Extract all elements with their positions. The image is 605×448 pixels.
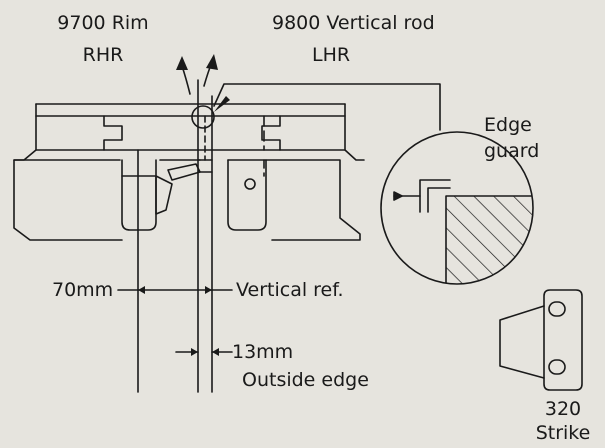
rim-hand-label: RHR	[82, 44, 124, 66]
arrow-head-right	[206, 54, 218, 70]
dimension-70mm-label: 70mm	[52, 279, 114, 301]
outside-edge-label: Outside edge	[242, 369, 369, 391]
detail-callout	[191, 83, 441, 131]
callout-arrow	[214, 96, 230, 112]
rod-hand-label: LHR	[312, 44, 351, 66]
door-frame-profile	[13, 103, 365, 241]
strike-name-label: Strike	[535, 422, 591, 444]
vertical-rods	[137, 79, 213, 393]
rod-title-label: 9800 Vertical rod	[272, 12, 435, 34]
rim-lock-body	[121, 159, 201, 231]
strike-number-label: 320	[544, 398, 582, 420]
edge-guard-label-2: guard	[484, 140, 540, 162]
vertical-rod-body	[227, 115, 267, 231]
rim-title-label: 9700 Rim	[57, 12, 149, 34]
arrow-head-left	[176, 56, 188, 70]
dimension-13mm-label: 13mm	[232, 341, 294, 363]
strike-plate	[499, 289, 583, 391]
vertical-ref-label: Vertical ref.	[236, 279, 344, 301]
edge-guard-label-1: Edge	[484, 114, 532, 136]
